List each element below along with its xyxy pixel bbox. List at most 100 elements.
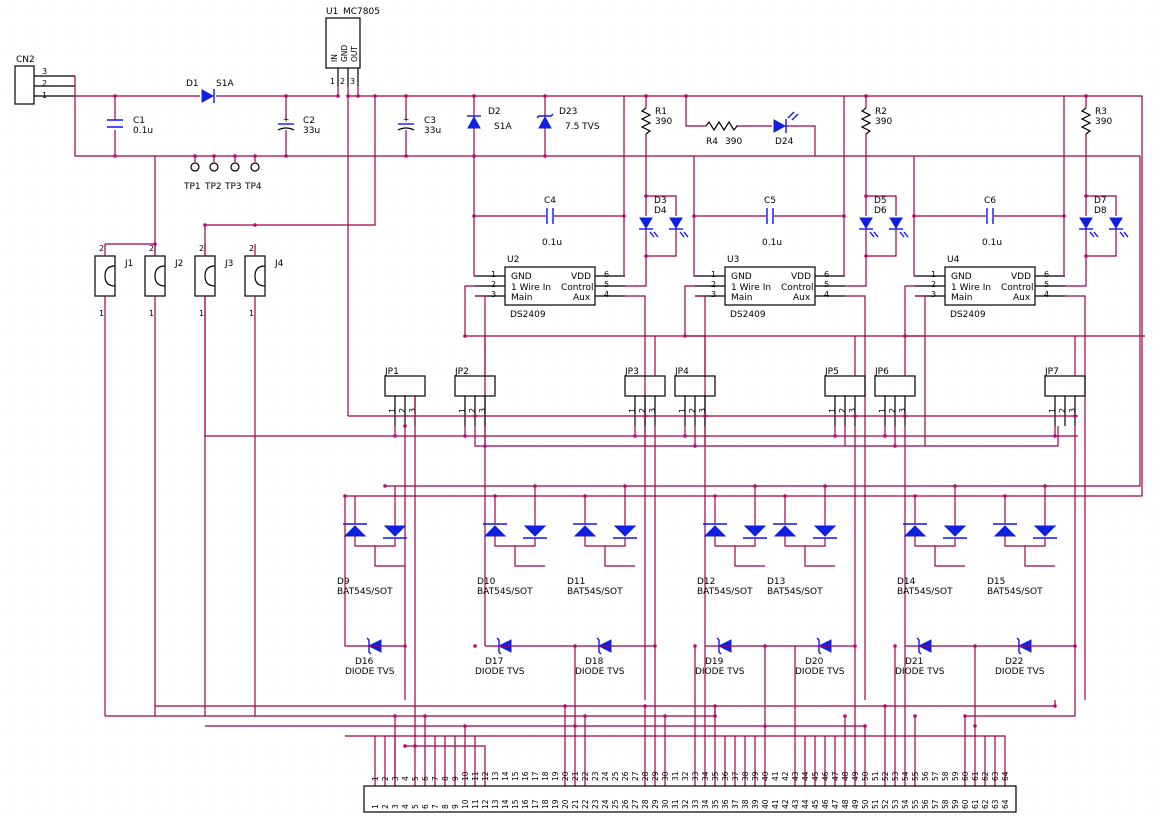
junction-dot: [842, 214, 846, 218]
header-pin-num-top: 23: [591, 771, 600, 781]
led-icon: [889, 217, 903, 229]
led-icon: [669, 217, 683, 229]
header-pin-num-top: 37: [731, 771, 740, 781]
tvs-value: DIODE TVS: [345, 667, 395, 677]
tvs-ref: D22: [1005, 657, 1023, 667]
junction-dot: [493, 494, 497, 498]
junction-dot: [203, 223, 207, 227]
wire: [794, 646, 866, 786]
junction-dot: [644, 254, 648, 258]
header-pin-num: 33: [691, 799, 700, 809]
led-ref: D4: [654, 206, 667, 216]
led-ref: D8: [1094, 206, 1107, 216]
tvs-value: DIODE TVS: [995, 667, 1045, 677]
wire: [623, 216, 625, 277]
junction-dot: [622, 214, 626, 218]
junction-dot: [713, 714, 717, 718]
junction-dot: [356, 94, 360, 98]
ds2409-pin-num: 6: [824, 270, 829, 279]
ds2409-pin-control: Control: [561, 283, 594, 293]
ds2409-pin-vdd: VDD: [791, 272, 811, 282]
ds2409-pin-wire-in: 1 Wire In: [951, 283, 991, 293]
schottky-value: BAT54S/SOT: [767, 587, 823, 597]
header-pin-num: 37: [731, 799, 740, 809]
wire: [414, 336, 1076, 746]
header-pin-num-top: 53: [891, 771, 900, 781]
jumper-pin-num: 1: [628, 408, 637, 413]
header-pin-num: 13: [491, 799, 500, 809]
header-pin-num-top: 43: [791, 771, 800, 781]
schottky-value: BAT54S/SOT: [337, 587, 393, 597]
junction-dot: [644, 194, 648, 198]
header-pin-num: 61: [971, 799, 980, 809]
wire: [104, 265, 116, 287]
r4-ref: R4: [706, 137, 718, 147]
wire: [645, 195, 677, 257]
junction-dot: [693, 644, 697, 648]
junction-dot: [413, 744, 417, 748]
junction-dot: [713, 704, 717, 708]
header-pin-num-top: 34: [701, 771, 710, 781]
header-pin-num-top: 8: [441, 776, 450, 781]
junction-dot: [1073, 644, 1077, 648]
header-pin-num: 2: [381, 804, 390, 809]
header-pin-num-top: 60: [961, 771, 970, 781]
c2-capacitor: + C2 33u: [277, 115, 320, 136]
junction-dot: [684, 94, 688, 98]
jack-pin-num: 2: [199, 244, 204, 253]
tvs-ref: D21: [905, 657, 923, 667]
header-pin-num-top: 2: [381, 776, 390, 781]
header-pin-num: 48: [841, 799, 850, 809]
u1-value: MC7805: [343, 7, 380, 17]
junction-dot: [463, 334, 467, 338]
junction-dot: [543, 94, 547, 98]
schottky-value: BAT54S/SOT: [897, 587, 953, 597]
header-pin-num: 11: [471, 799, 480, 809]
d1-value: S1A: [216, 79, 234, 89]
junction-dot: [472, 154, 476, 158]
junction-dot: [284, 94, 288, 98]
header-pin-num-top: 46: [821, 771, 830, 781]
d24-ref: D24: [775, 137, 794, 147]
header-pin-num-top: 6: [421, 776, 430, 781]
c3-ref: C3: [424, 116, 436, 126]
junction-dot: [763, 724, 767, 728]
header-pin-num: 9: [451, 804, 460, 809]
wire: [904, 285, 1145, 337]
header-pin-num: 15: [511, 799, 520, 809]
junction-dot: [473, 414, 477, 418]
header-pin-num: 35: [711, 799, 720, 809]
ds2409-pin-vdd: VDD: [1011, 272, 1031, 282]
header-pin-num-top: 1: [371, 776, 380, 781]
junction-dot: [833, 434, 837, 438]
tp1-label: TP1: [183, 182, 201, 192]
header-pin-num: 38: [741, 799, 750, 809]
cap-value: 0.1u: [542, 238, 562, 248]
schottky-ref: D11: [567, 577, 585, 587]
header-pin-num-top: 52: [881, 771, 890, 781]
led-icon: [1109, 217, 1123, 229]
jack-pin-num: 1: [99, 309, 104, 318]
junction-dot: [823, 484, 827, 488]
jack-pin-num: 2: [249, 244, 254, 253]
ds2409-pin-gnd: GND: [731, 272, 752, 282]
header-pin-num-top: 41: [771, 771, 780, 781]
jumper-pin-num: 3: [898, 408, 907, 413]
header-pin-num-top: 27: [631, 771, 640, 781]
junction-dot: [403, 744, 407, 748]
junction-dot: [863, 724, 867, 728]
header-pin-num: 62: [981, 799, 990, 809]
header-pin-num-top: 22: [581, 771, 590, 781]
u1-regulator: U1 MC7805 IN GND OUT 1 2 3: [325, 7, 380, 86]
tvs-value: DIODE TVS: [575, 667, 625, 677]
header-pin-num-top: 18: [541, 771, 550, 781]
header-pin-num-top: 51: [871, 771, 880, 781]
schottky-value: BAT54S/SOT: [697, 587, 753, 597]
header-pin-num-top: 10: [461, 771, 470, 781]
c1-value: 0.1u: [133, 126, 153, 136]
jumper-ref: JP1: [384, 367, 399, 377]
